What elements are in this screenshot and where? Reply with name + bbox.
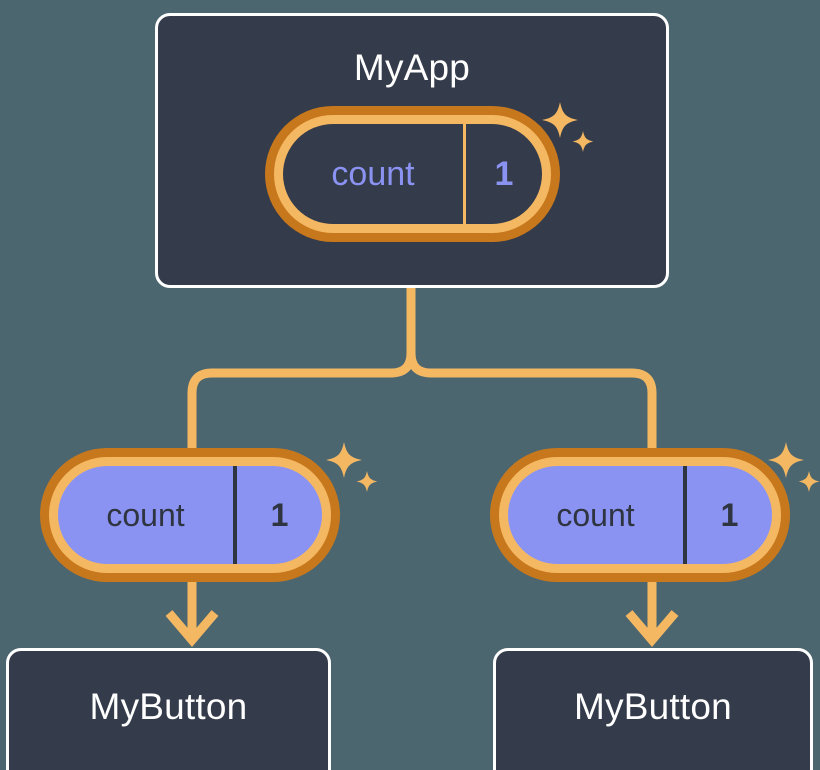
- component-card-mybutton-left[interactable]: MyButton: [6, 648, 331, 770]
- state-value-label: 1: [233, 466, 322, 564]
- down-arrow-icon: [625, 578, 679, 647]
- component-title: MyButton: [574, 686, 732, 727]
- state-key-label: count: [106, 497, 185, 533]
- branch-connector: [406, 283, 657, 455]
- state-pill-body: count 1: [58, 466, 322, 564]
- component-card-mybutton-right[interactable]: MyButton: [493, 648, 813, 770]
- state-pill-child-right[interactable]: count 1: [490, 448, 790, 582]
- state-key-label: count: [556, 497, 635, 533]
- state-pill-root[interactable]: count 1: [265, 106, 560, 242]
- state-value-label: 1: [683, 466, 772, 564]
- branch-connector: [187, 283, 416, 455]
- component-title: MyButton: [89, 686, 248, 727]
- page-title: MyApp: [353, 47, 471, 88]
- state-pill-child-left[interactable]: count 1: [40, 448, 340, 582]
- state-pill-inner-ring: count 1: [49, 457, 331, 573]
- state-key-label: count: [331, 155, 415, 193]
- state-pill-body: count 1: [508, 466, 772, 564]
- state-value-label: 1: [463, 124, 542, 224]
- down-arrow-icon: [165, 578, 219, 647]
- state-pill-inner-ring: count 1: [499, 457, 781, 573]
- state-pill-inner-ring: count 1: [274, 115, 551, 233]
- state-pill-body: count 1: [283, 124, 542, 224]
